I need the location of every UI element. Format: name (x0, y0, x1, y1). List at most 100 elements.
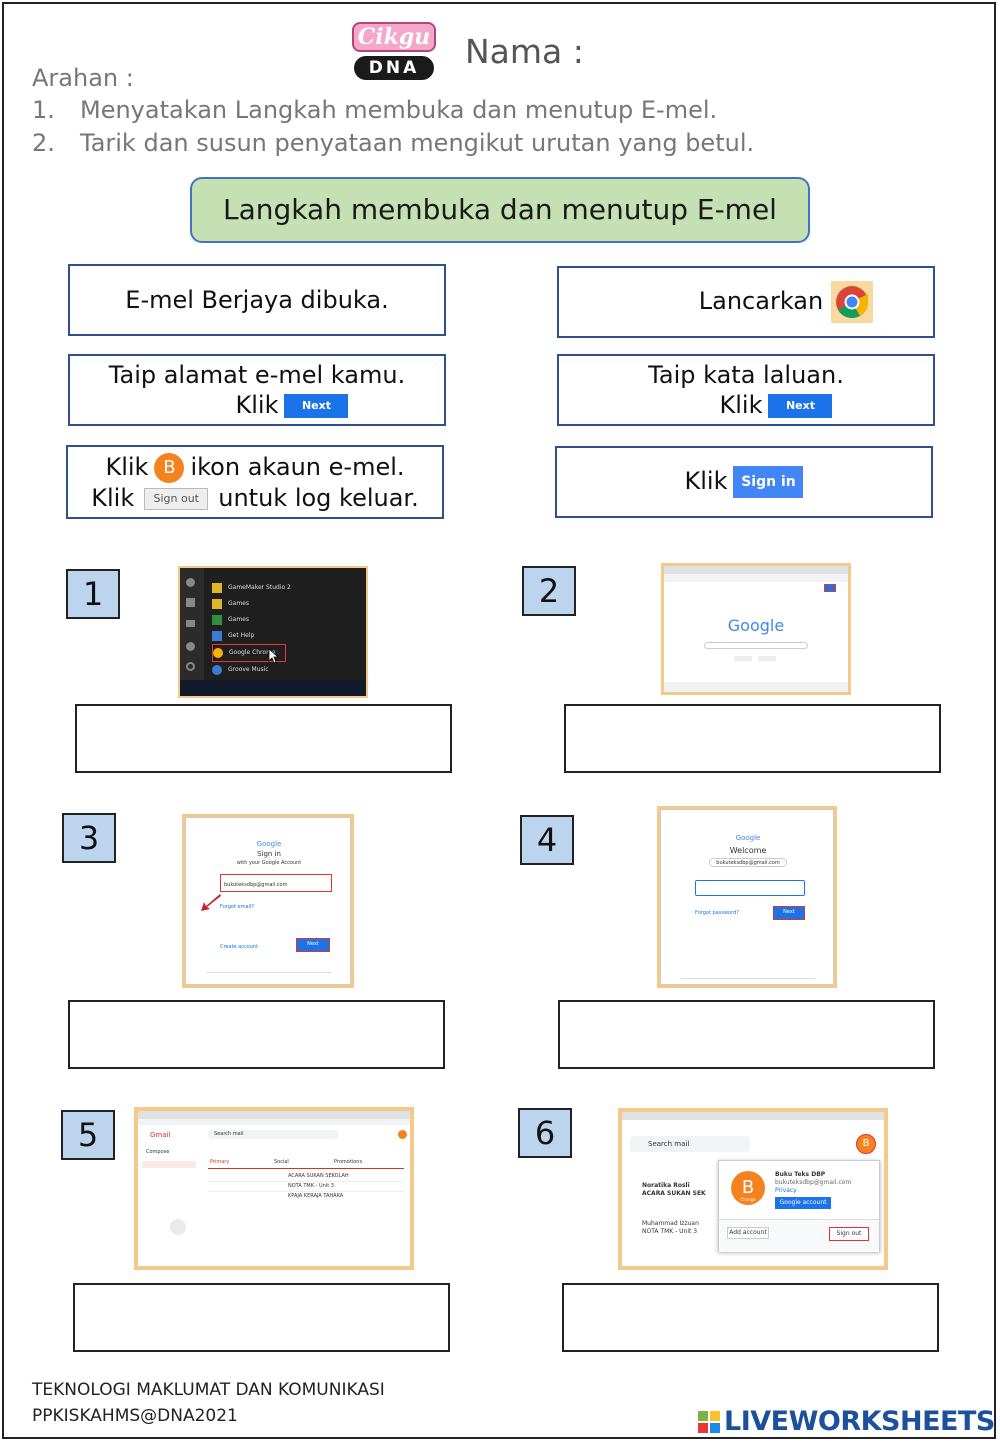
statement-text: untuk log keluar. (218, 483, 419, 512)
menu-item: Games (228, 600, 249, 607)
welcome-title: Welcome (729, 846, 767, 855)
statement-card-email-opened[interactable]: E-mel Berjaya dibuka. (68, 264, 446, 336)
step-number-3: 3 (62, 813, 116, 863)
email-subject: KPAJA KERAJA TAHAKA (288, 1193, 344, 1199)
menu-item: Google Chrome (229, 649, 276, 656)
google-logo-text: Google (256, 840, 282, 848)
instruction-2: 2. Tarik dan susun penyataan mengikut uru… (32, 129, 754, 157)
account-chip: bukuteksdbp@gmail.com (709, 858, 787, 867)
footer-subject: TEKNOLOGI MAKLUMAT DAN KOMUNIKASI (32, 1380, 385, 1400)
account-email: bukuteksdbp@gmail.com (775, 1179, 852, 1186)
screenshot-account-popup: Search mail B Noratika Rosli ACARA SUKAN… (618, 1108, 888, 1270)
compose-button: Compose (146, 1149, 170, 1155)
sign-in-button-image: Sign in (733, 466, 804, 498)
statement-text: Taip kata laluan. (648, 361, 844, 389)
next-button-image: Next (768, 394, 833, 418)
next-button-image: Next (284, 394, 349, 418)
add-account-button-image: Add account (727, 1227, 769, 1239)
forgot-email-link: Forgot email? (220, 904, 254, 910)
answer-dropzone-2[interactable] (564, 704, 941, 773)
instruction-text: Tarik dan susun penyataan mengikut uruta… (80, 129, 755, 157)
signin-subtitle: with your Google Account (236, 860, 302, 866)
worksheet-title: Langkah membuka dan menutup E-mel (190, 177, 810, 243)
statement-text: Klik (91, 483, 135, 512)
step-number-6: 6 (518, 1108, 572, 1158)
screenshot-google-home: Google (661, 563, 851, 695)
screenshot-signin-page: Google Sign in with your Google Account … (182, 814, 354, 988)
forgot-password-link: Forgot password? (695, 910, 739, 916)
email-subject: NOTA TMK - Unit 3 (642, 1228, 698, 1235)
footer-code: PPKISKAHMS@DNA2021 (32, 1406, 238, 1426)
google-account-button-image: Google account (775, 1197, 831, 1209)
answer-dropzone-6[interactable] (562, 1283, 939, 1352)
screenshot-gmail-inbox: Gmail Search mail Compose Primary Social… (134, 1107, 414, 1270)
account-avatar-large: B (731, 1171, 765, 1205)
answer-dropzone-4[interactable] (558, 1000, 935, 1069)
menu-item: GameMaker Studio 2 (228, 584, 291, 591)
google-logo: Google (664, 616, 848, 635)
email-sender: Muhammad Izzuan (642, 1220, 699, 1227)
search-field: Search mail (208, 1130, 338, 1139)
account-name: Buku Teks DBP (775, 1171, 826, 1178)
email-subject: NOTA TMK - Unit 3 (288, 1183, 334, 1189)
gmail-logo: Gmail (150, 1131, 171, 1139)
change-photo-label: Change (740, 1197, 756, 1202)
liveworksheets-brand: LIVEWORKSHEETS (698, 1406, 995, 1437)
logo-bottom-text: DNA (354, 56, 434, 80)
email-field: bukuteksdbp@gmail.com (220, 874, 332, 892)
menu-item: Groove Music (228, 666, 269, 673)
menu-item: Games (228, 616, 249, 623)
sign-out-button-image: Sign out (144, 487, 209, 510)
nama-label: Nama : (465, 32, 584, 71)
search-field: Search mail (630, 1136, 750, 1152)
email-subject: ACARA SUKAN SEK (642, 1190, 706, 1197)
account-avatar-icon: B (154, 452, 185, 483)
instruction-number: 1. (32, 96, 55, 124)
statement-line: Lancarkan (698, 281, 874, 323)
google-logo-text: Google (735, 834, 761, 842)
tab-social: Social (274, 1159, 289, 1165)
account-popup: B Change Buku Teks DBP bukuteksdbp@gmail… (718, 1160, 880, 1252)
instruction-number: 2. (32, 129, 55, 157)
tab-primary: Primary (210, 1159, 230, 1165)
email-sender: Noratika Rosli (642, 1182, 690, 1189)
statement-text: ikon akaun e-mel. (190, 452, 405, 481)
step-number-2: 2 (522, 566, 576, 616)
create-account-link: Create account (220, 944, 259, 950)
answer-dropzone-5[interactable] (73, 1283, 450, 1352)
chrome-icon (831, 281, 874, 323)
statement-text: Lancarkan (698, 287, 824, 315)
email-subject: ACARA SUKAN SEKOLAH (288, 1173, 349, 1179)
cikgu-dna-logo: Cikgu DNA (348, 22, 440, 84)
google-logo-text: Google (727, 616, 785, 635)
start-menu-list: GameMaker Studio 2 Games Games Get Help … (212, 580, 291, 678)
arahan-label: Arahan : (32, 64, 134, 92)
statement-text: E-mel Berjaya dibuka. (125, 286, 389, 314)
instruction-1: 1.Menyatakan Langkah membuka dan menutup… (32, 96, 717, 124)
statement-text: Taip alamat e-mel kamu. (108, 361, 406, 389)
statement-text: Klik (684, 467, 728, 495)
liveworksheets-text: LIVEWORKSHEETS (724, 1406, 995, 1437)
statement-text: Klik (719, 391, 763, 419)
liveworksheets-logo-icon (698, 1409, 720, 1433)
statement-line: Klik Sign out untuk log keluar. (91, 483, 418, 513)
privacy-link: Privacy (775, 1187, 797, 1194)
arrow-icon (201, 894, 221, 911)
statement-text: Klik (235, 391, 279, 419)
step-number-1: 1 (66, 569, 120, 619)
account-avatar-icon: B (856, 1134, 876, 1154)
step-number-5: 5 (61, 1110, 115, 1160)
answer-dropzone-3[interactable] (68, 1000, 445, 1069)
statement-card-launch-chrome[interactable]: Lancarkan (557, 266, 935, 338)
sign-out-button-image: Sign out (829, 1227, 869, 1241)
answer-dropzone-1[interactable] (75, 704, 452, 773)
step-number-4: 4 (520, 815, 574, 865)
screenshot-start-menu: GameMaker Studio 2 Games Games Get Help … (178, 566, 368, 698)
